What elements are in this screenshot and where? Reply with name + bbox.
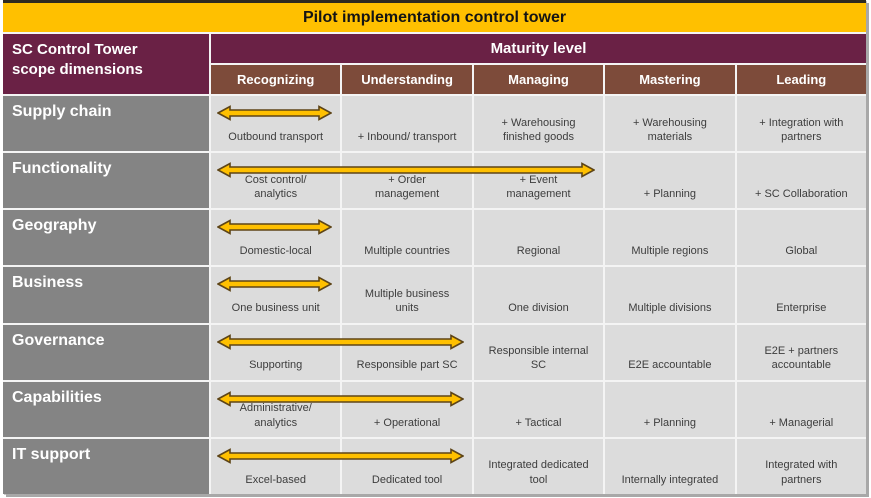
matrix-cell: + Planning: [605, 153, 735, 209]
matrix-cell: Cost control/ analytics: [211, 153, 341, 209]
matrix-cell: + Event management: [473, 153, 604, 209]
column-header-understanding: Understanding: [342, 65, 472, 94]
matrix-cell: Outbound transport: [211, 96, 341, 152]
matrix-cell: Multiple divisions: [605, 267, 735, 323]
matrix-cell: Enterprise: [736, 267, 866, 323]
maturity-range-arrow-icon: [217, 390, 464, 407]
column-header-recognizing: Recognizing: [211, 65, 341, 94]
row-cells: Outbound transport+ Inbound/ transport+ …: [211, 96, 866, 152]
matrix-cell: Supporting: [211, 324, 341, 380]
matrix-cell: + Integration with partners: [736, 96, 866, 152]
row-label-capabilities: Capabilities: [3, 381, 209, 437]
matrix-cell: Global: [736, 210, 866, 266]
matrix-cell: Internally integrated: [605, 438, 735, 494]
column-header-mastering: Mastering: [605, 65, 735, 94]
matrix-cell: + Managerial: [736, 381, 866, 437]
column-header-leading: Leading: [736, 65, 866, 94]
maturity-range-arrow-icon: [217, 219, 332, 236]
scope-dimensions-header: SC Control Tower scope dimensions: [3, 34, 209, 94]
matrix-cell: One business unit: [211, 267, 341, 323]
maturity-range-arrow-icon: [217, 105, 332, 121]
matrix-cell: Responsible internal SC: [473, 324, 604, 380]
matrix-cell: Responsible part SC: [342, 324, 472, 380]
matrix-cell: Integrated dedicated tool: [473, 438, 604, 494]
matrix-cell: Integrated with partners: [736, 438, 866, 494]
row-label-it-support: IT support: [3, 438, 209, 494]
matrix-cell: + Inbound/ transport: [342, 96, 472, 152]
matrix-cell: E2E + partners accountable: [736, 324, 866, 380]
page-title: Pilot implementation control tower: [3, 3, 866, 32]
matrix-cell: + SC Collaboration: [736, 153, 866, 209]
column-header-managing: Managing: [473, 65, 604, 94]
maturity-range-arrow-icon: [217, 448, 464, 464]
row-label-functionality: Functionality: [3, 153, 209, 209]
row-label-geography: Geography: [3, 210, 209, 266]
maturity-range-arrow-icon: [217, 333, 464, 350]
matrix-cell: + Operational: [342, 381, 472, 437]
maturity-level-header: Maturity level: [211, 34, 866, 63]
matrix-cell: + Warehousing materials: [605, 96, 735, 152]
matrix-cell: + Warehousing finished goods: [473, 96, 604, 152]
row-label-supply-chain: Supply chain: [3, 96, 209, 152]
matrix-cell: Multiple business units: [342, 267, 472, 323]
matrix-cell: + Planning: [605, 381, 735, 437]
row-cells: Administrative/ analytics+ Operational+ …: [211, 381, 866, 437]
maturity-matrix-table: Pilot implementation control tower SC Co…: [3, 0, 866, 494]
matrix-cell: One division: [473, 267, 604, 323]
matrix-cell: + Order management: [342, 153, 472, 209]
maturity-range-arrow-icon: [217, 162, 595, 178]
matrix-cell: Multiple countries: [342, 210, 472, 266]
matrix-cell: Regional: [473, 210, 604, 266]
matrix-cell: E2E accountable: [605, 324, 735, 380]
matrix-cell: Domestic-local: [211, 210, 341, 266]
row-cells: Cost control/ analytics+ Order managemen…: [211, 153, 866, 209]
header-band: SC Control Tower scope dimensions Maturi…: [3, 34, 866, 94]
matrix-cell: Excel-based: [211, 438, 341, 494]
row-label-governance: Governance: [3, 324, 209, 380]
matrix-cell: + Tactical: [473, 381, 604, 437]
matrix-cell: Administrative/ analytics: [211, 381, 341, 437]
row-label-business: Business: [3, 267, 209, 323]
maturity-range-arrow-icon: [217, 276, 332, 293]
matrix-cell: Multiple regions: [605, 210, 735, 266]
